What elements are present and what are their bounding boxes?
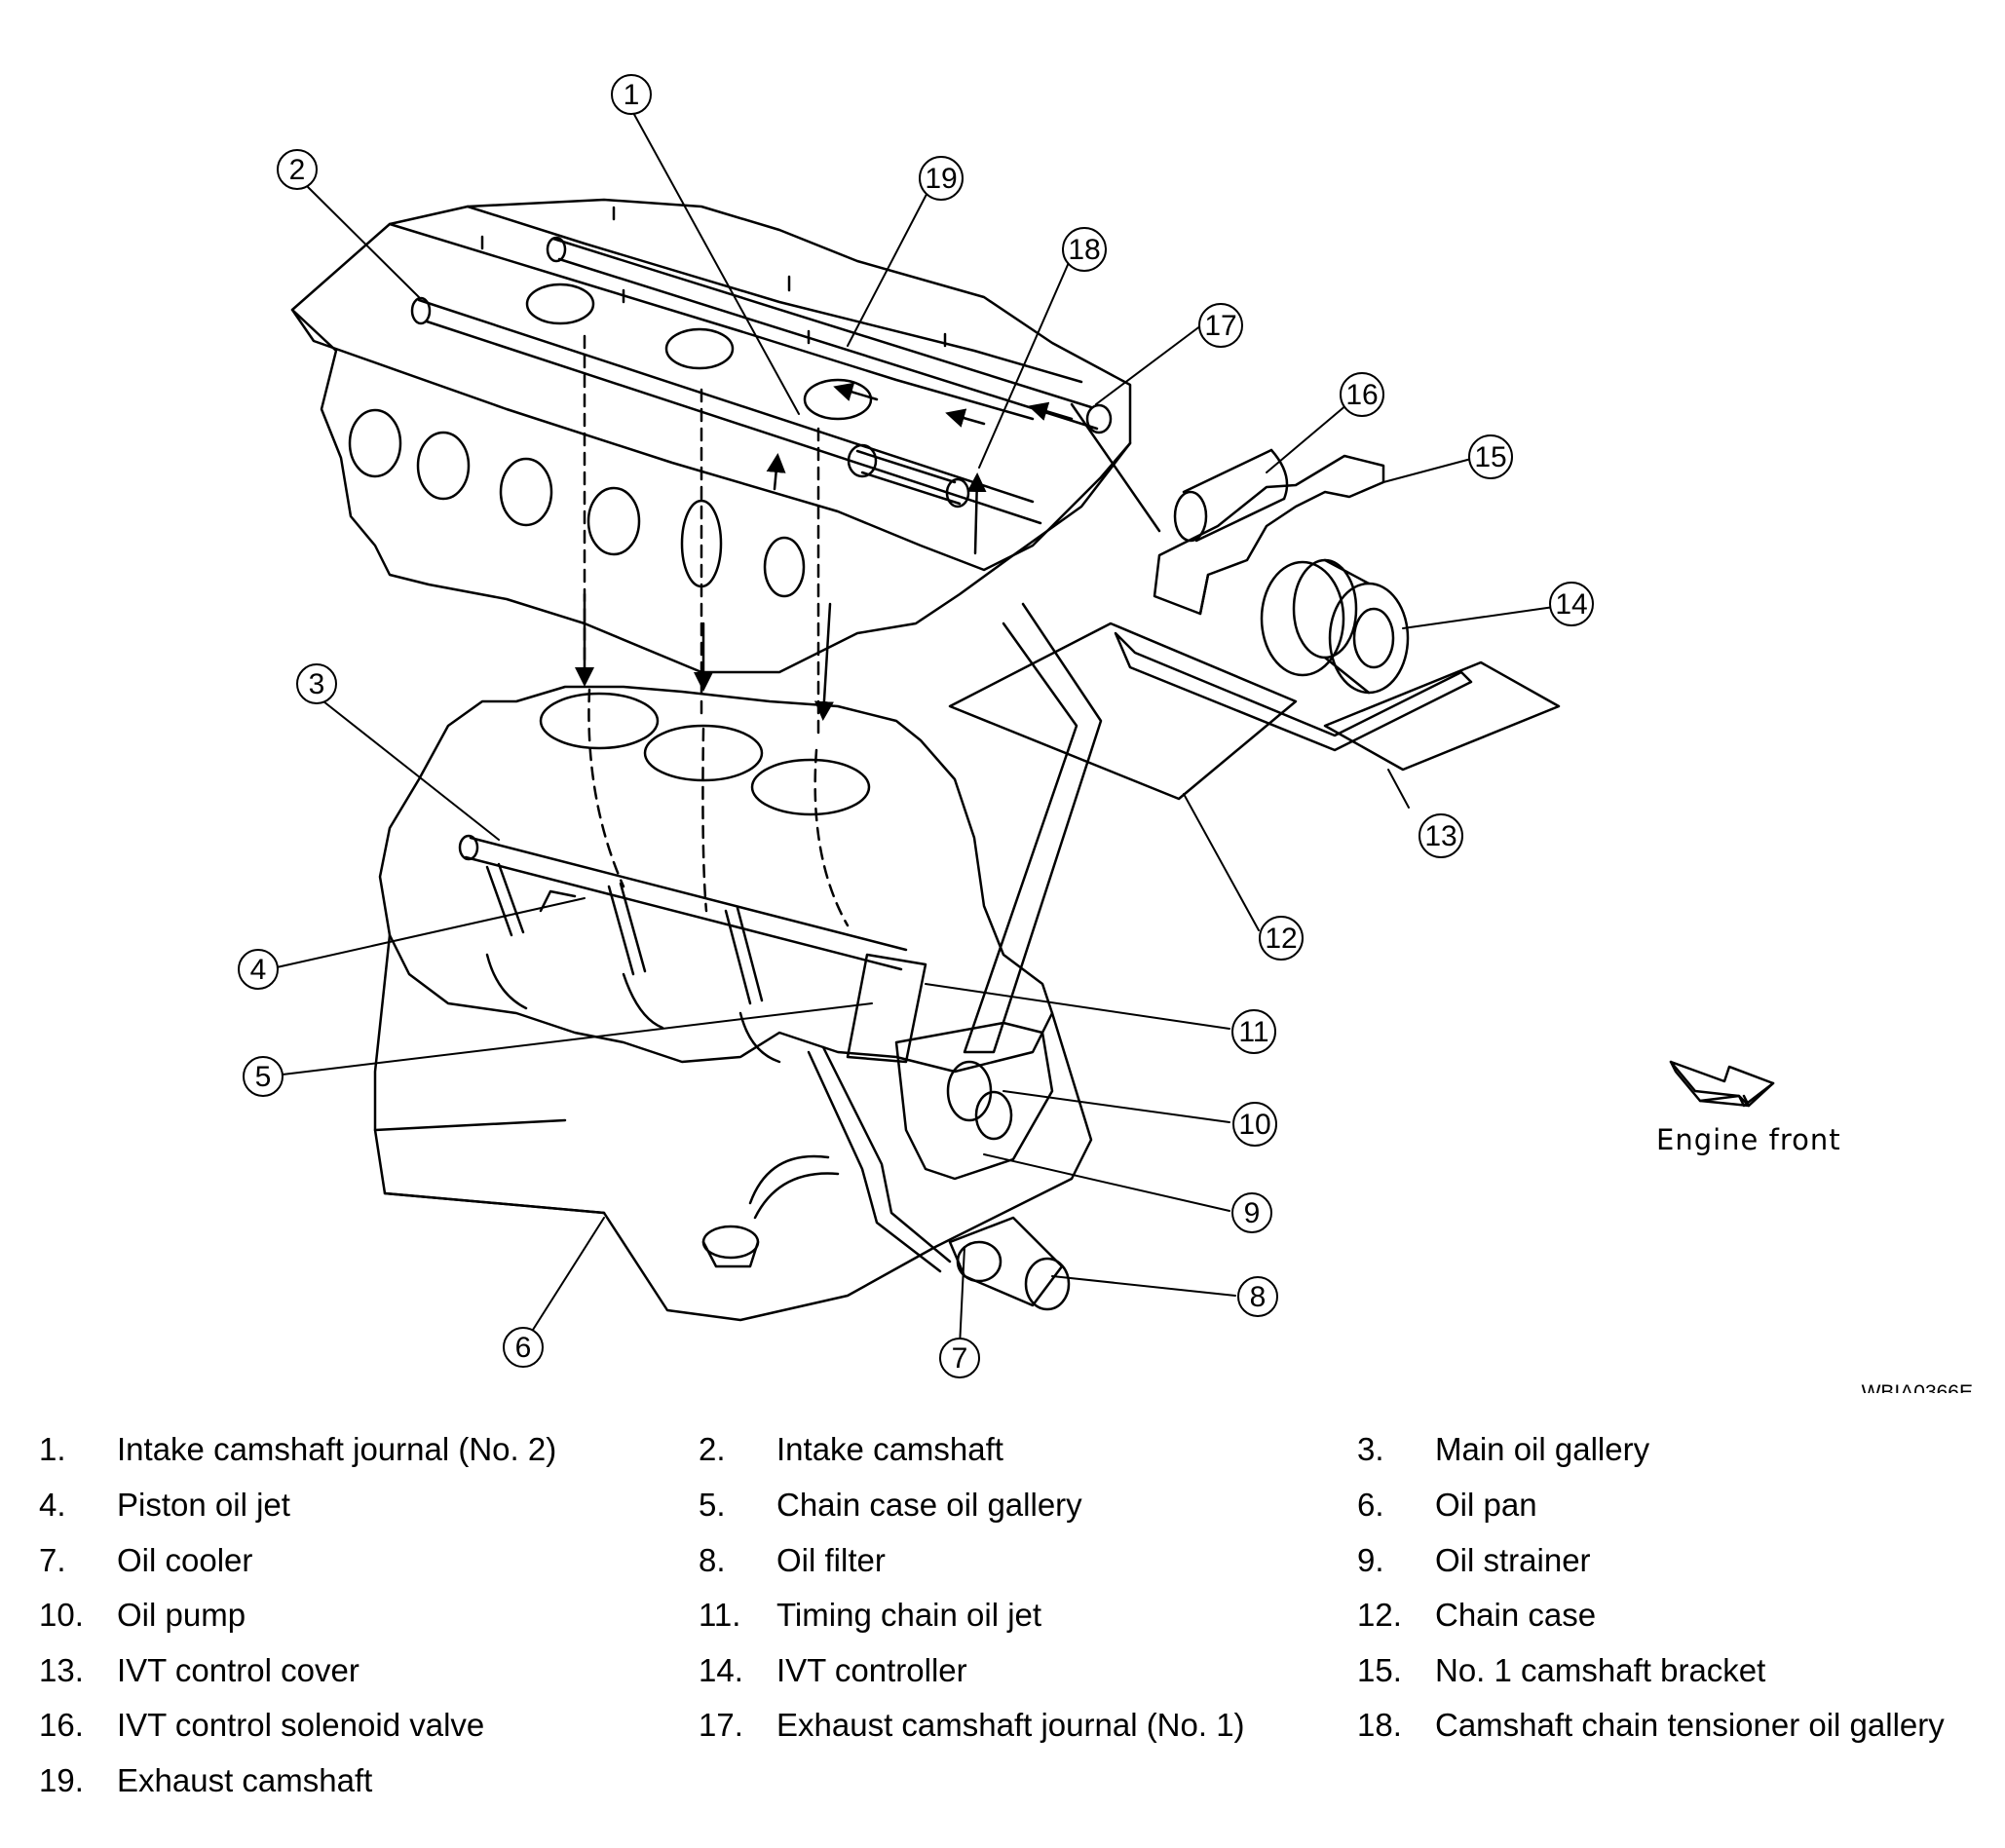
legend-label: Intake camshaft journal (No. 2) [117, 1431, 557, 1467]
legend-label: Chain case oil gallery [776, 1487, 1082, 1523]
callout-18: 18 [1062, 227, 1107, 272]
callout-14: 14 [1549, 582, 1594, 626]
legend-number: 9. [1357, 1542, 1384, 1578]
legend-label: Camshaft chain tensioner oil gallery [1435, 1707, 1945, 1743]
parts-legend: 1. Intake camshaft journal (No. 2) 2. In… [0, 1403, 2005, 1812]
callout-number: 1 [624, 79, 640, 111]
legend-label: Timing chain oil jet [776, 1597, 1042, 1633]
legend-label: Piston oil jet [117, 1487, 290, 1523]
legend-number: 3. [1357, 1431, 1384, 1467]
callout-17: 17 [1198, 303, 1243, 348]
callout-5: 5 [243, 1056, 284, 1097]
callout-19: 19 [919, 156, 964, 201]
callout-number: 10 [1238, 1109, 1270, 1141]
legend-label: Oil cooler [117, 1542, 253, 1578]
callout-1: 1 [611, 74, 652, 115]
callout-number: 6 [515, 1332, 532, 1364]
legend-label: Chain case [1435, 1597, 1597, 1633]
legend-number: 8. [699, 1542, 726, 1578]
legend-label: Oil pan [1435, 1487, 1537, 1523]
oil-strainer [701, 1045, 952, 1273]
engine-front-label: Engine front [1656, 1123, 1841, 1156]
camshaft-bracket [1153, 454, 1385, 616]
callout-7: 7 [939, 1338, 980, 1378]
legend-number: 2. [699, 1431, 726, 1467]
engine-oil-circuit-diagram: 1 2 3 4 5 6 7 8 9 10 11 12 [238, 74, 1973, 1393]
callout-number: 16 [1345, 379, 1378, 411]
legend-label: Oil filter [776, 1542, 886, 1578]
callout-13: 13 [1419, 813, 1463, 858]
legend-number: 15. [1357, 1652, 1402, 1688]
chain-case-oil-gallery [846, 602, 1103, 1064]
ivt-controller [1260, 558, 1410, 695]
callout-15: 15 [1468, 434, 1513, 479]
legend-label: IVT controller [776, 1652, 967, 1688]
callout-number: 2 [289, 154, 306, 186]
callout-number: 11 [1238, 1016, 1268, 1048]
callout-number: 19 [925, 163, 957, 195]
callout-number: 8 [1250, 1281, 1267, 1313]
legend-number: 5. [699, 1487, 726, 1523]
legend-label: Oil strainer [1435, 1542, 1591, 1578]
oil-passages-dashed [583, 334, 850, 927]
callout-number: 13 [1424, 820, 1456, 852]
callout-number: 4 [250, 954, 267, 986]
piston-oil-jets [485, 862, 764, 1005]
callout-11: 11 [1231, 1009, 1276, 1054]
legend-label: IVT control cover [117, 1652, 359, 1688]
legend-number: 16. [39, 1707, 84, 1743]
oil-pump [894, 1021, 1054, 1181]
chain-case [948, 622, 1561, 801]
callout-number: 18 [1068, 234, 1100, 266]
callout-number: 3 [309, 668, 325, 700]
legend-label: Exhaust camshaft [117, 1762, 373, 1798]
exhaust-camshaft [546, 236, 1161, 533]
legend-number: 4. [39, 1487, 66, 1523]
legend-number: 11. [699, 1597, 741, 1633]
cylinder-block [373, 685, 1093, 1322]
ivt-solenoid-valve [1173, 448, 1289, 543]
legend-number: 1. [39, 1431, 66, 1467]
callout-6: 6 [503, 1327, 544, 1368]
engine-front-arrow [1669, 1060, 1775, 1108]
callout-9: 9 [1231, 1192, 1272, 1233]
legend-label: Exhaust camshaft journal (No. 1) [776, 1707, 1245, 1743]
cylinder-head [290, 198, 1132, 674]
legend-number: 6. [1357, 1487, 1384, 1523]
callout-2: 2 [277, 149, 318, 190]
oil-flow-arrows [575, 382, 1074, 721]
callout-16: 16 [1340, 372, 1384, 417]
callout-number: 15 [1474, 441, 1506, 473]
intake-camshaft [410, 296, 1042, 525]
legend-label: Main oil gallery [1435, 1431, 1650, 1467]
callout-number: 5 [255, 1061, 272, 1093]
callout-number: 7 [952, 1342, 968, 1375]
legend-label: IVT control solenoid valve [117, 1707, 485, 1743]
callout-number: 12 [1265, 923, 1297, 955]
legend-number: 13. [39, 1652, 84, 1688]
callout-leaders [276, 108, 1555, 1347]
main-oil-gallery [458, 834, 908, 971]
legend-number: 19. [39, 1762, 84, 1798]
callout-number: 14 [1555, 588, 1587, 621]
callout-number: 9 [1244, 1197, 1261, 1229]
oil-filter [948, 1216, 1071, 1311]
callout-10: 10 [1232, 1102, 1277, 1147]
legend-number: 12. [1357, 1597, 1402, 1633]
legend-label: No. 1 camshaft bracket [1435, 1652, 1766, 1688]
legend-label: Intake camshaft [776, 1431, 1003, 1467]
callout-3: 3 [296, 663, 337, 704]
callout-8: 8 [1237, 1276, 1278, 1317]
callout-4: 4 [238, 949, 279, 990]
legend-label: Oil pump [117, 1597, 246, 1633]
legend-number: 17. [699, 1707, 743, 1743]
callout-number: 17 [1204, 310, 1236, 342]
figure-code: WBIA0366E [1862, 1381, 1973, 1393]
legend-number: 14. [699, 1652, 743, 1688]
callout-12: 12 [1259, 916, 1304, 961]
legend-number: 10. [39, 1597, 84, 1633]
legend-number: 18. [1357, 1707, 1402, 1743]
legend-number: 7. [39, 1542, 66, 1578]
